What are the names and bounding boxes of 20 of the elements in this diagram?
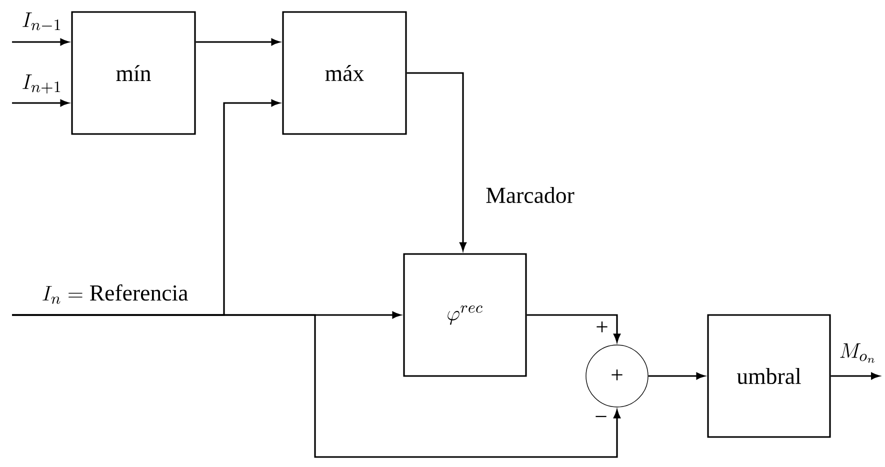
summing-junction: +	[586, 344, 648, 408]
edge-label: $M_{o_n}$	[840, 343, 874, 363]
edge-label: +	[596, 322, 608, 332]
block-box: mín	[71, 11, 196, 135]
arrow	[648, 372, 705, 380]
edge-label: Marcador	[486, 186, 574, 204]
arrow	[12, 100, 69, 106]
block-box: máx	[282, 11, 407, 135]
edge-label: $I_{n+1}$	[22, 74, 60, 94]
block-box: $\varphi^{rec}$	[403, 253, 527, 377]
edge-label: $I_n =\mathrm{Referencia}$	[42, 284, 188, 304]
arrow	[406, 72, 466, 251]
arrow	[830, 372, 880, 380]
arrow	[196, 38, 280, 46]
arrow	[12, 38, 69, 46]
edge-label: −	[596, 416, 606, 418]
block-box: umbral	[707, 314, 831, 438]
arrow	[12, 314, 620, 458]
arrow	[526, 314, 620, 342]
edge-label: $I_{n-1}$	[22, 12, 60, 30]
